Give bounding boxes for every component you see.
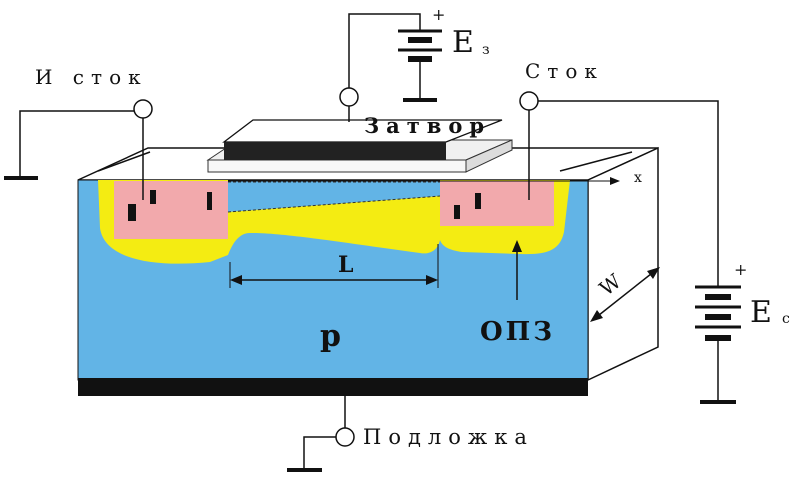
source-marker-3: [207, 192, 212, 210]
gate-battery-icon: [398, 29, 442, 102]
substrate-terminal[interactable]: [335, 427, 355, 447]
substrate-label: Подложка: [363, 425, 534, 449]
source-ground-wire: [19, 110, 134, 178]
drain-marker-2: [475, 193, 481, 209]
source-marker-2: [150, 190, 156, 204]
gate-label: Затвор: [364, 113, 491, 138]
gate-voltage-subscript: з: [482, 42, 490, 58]
length-label: L: [338, 252, 353, 278]
length-arrow-right: [426, 275, 438, 285]
source-terminal[interactable]: [133, 99, 153, 119]
gate-terminal[interactable]: [339, 87, 359, 107]
drain-voltage-label: E: [750, 295, 772, 330]
depletion-label: ОПЗ: [480, 317, 555, 347]
source-label: И сток: [35, 65, 148, 89]
substrate-contact: [78, 378, 588, 396]
gate-metal: [222, 119, 503, 160]
drain-marker-1: [454, 205, 460, 219]
drain-battery-plus: +: [734, 260, 747, 279]
width-arrow-b: [647, 267, 660, 279]
x-axis-label: x: [634, 170, 642, 186]
depletion-channel: [228, 196, 440, 255]
width-dimension: [593, 269, 657, 320]
drain-wire: [538, 100, 719, 286]
channel-pinch-line: [227, 195, 441, 213]
drain-battery-icon: [695, 285, 741, 404]
width-arrow-a: [590, 310, 603, 322]
gate-voltage-label: E: [452, 25, 474, 60]
region-type-label: p: [320, 319, 341, 354]
drain-voltage-subscript: с: [782, 311, 790, 327]
substrate-ground-wire: [303, 436, 336, 470]
block-right-face: [587, 146, 659, 382]
gate-battery-plus: +: [432, 5, 445, 24]
depletion-pointer-arrowhead: [512, 240, 522, 252]
drain-terminal[interactable]: [519, 91, 539, 111]
gate-wire: [348, 13, 421, 88]
source-marker-1: [128, 204, 136, 221]
length-arrow-left: [230, 275, 242, 285]
x-axis-arrowhead: [610, 177, 620, 185]
drain-label: Сток: [525, 59, 604, 83]
drain-region: [440, 181, 554, 226]
